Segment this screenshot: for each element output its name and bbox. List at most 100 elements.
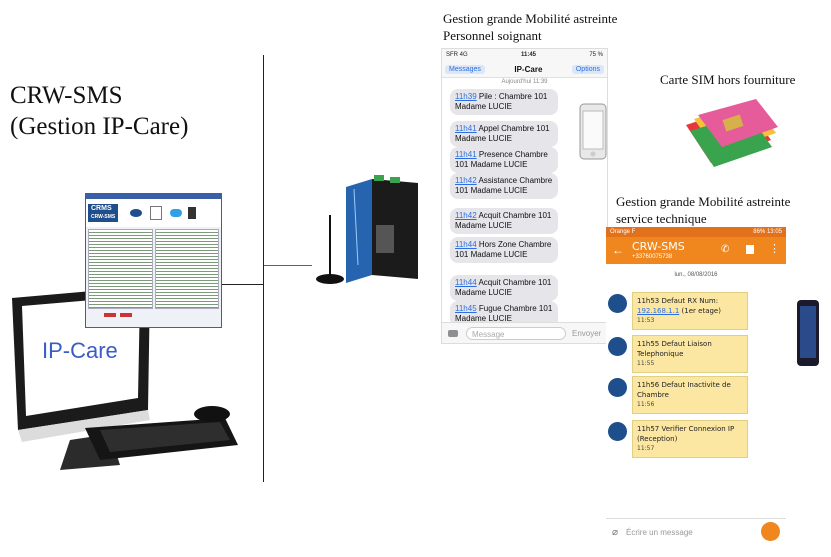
options-button[interactable]: Options: [571, 64, 604, 74]
message-text: Pile : Chambre 101 Madame LUCIE: [455, 92, 548, 111]
message-bubble: 11h44 Hors Zone Chambre 101 Madame LUCIE: [450, 237, 558, 263]
message-bubble: 11h41 Presence Chambre 101 Madame LUCIE: [450, 147, 558, 173]
sms-line1: 11h56 Defaut Inactivite de: [637, 381, 731, 389]
back-button[interactable]: Messages: [445, 64, 485, 74]
message-text: Appel Chambre 101 Madame LUCIE: [455, 124, 550, 143]
message-bubble: 11h44 Acquit Chambre 101 Madame LUCIE: [450, 275, 558, 301]
caption-nursing-line2: Personnel soignant: [443, 28, 542, 43]
contact-name: CRW-SMS: [632, 240, 685, 253]
sim-cards-illustration: [686, 99, 778, 167]
title-line1: CRW-SMS: [10, 82, 123, 109]
iphone-compose-bar: Message Envoyer: [442, 322, 607, 343]
software-icon: [150, 206, 163, 220]
caption-tech-service: Gestion grande Mobilité astreinte servic…: [616, 193, 793, 227]
sms-line2-container: Chambre: [637, 390, 743, 400]
message-time-link[interactable]: 11h41: [455, 150, 477, 159]
log-panel-right: [154, 229, 219, 309]
ipcare-label: IP-Care: [42, 338, 118, 363]
sms-time: 11:56: [637, 401, 655, 408]
sms-line2: (1er etage): [681, 307, 721, 315]
message-text: Hors Zone Chambre 101 Madame LUCIE: [455, 240, 552, 259]
caption-nursing-line1: Gestion grande Mobilité astreinte: [443, 11, 618, 26]
android-carrier: Orange F: [610, 229, 636, 235]
message-time-link[interactable]: 11h45: [455, 304, 477, 313]
software-window: CRMS CRW-SMS: [85, 193, 222, 328]
message-text: Acquit Chambre 101 Madame LUCIE: [455, 278, 552, 297]
sms-time: 11:57: [637, 445, 655, 452]
sms-line2: (Reception): [637, 435, 678, 443]
connector-pc: [218, 284, 264, 285]
crms-logo-line2: CRW-SMS: [91, 214, 116, 220]
sms-line1: 11h57 Verifier Connexion IP: [637, 425, 735, 433]
sms-message: 11h56 Defaut Inactivite de Chambre 11:56: [632, 376, 748, 414]
message-bubble: 11h42 Acquit Chambre 101 Madame LUCIE: [450, 208, 558, 234]
sms-message: 11h57 Verifier Connexion IP (Reception) 11…: [632, 420, 748, 458]
message-time-link[interactable]: 11h44: [455, 278, 477, 287]
message-text: Presence Chambre 101 Madame LUCIE: [455, 150, 548, 169]
message-bubble: 11h41 Appel Chambre 101 Madame LUCIE: [450, 121, 558, 147]
message-time-link[interactable]: 11h39: [455, 92, 477, 101]
sms-message: 11h53 Defaut RX Num:192.168.1.1 (1er eta…: [632, 292, 748, 330]
caption-tech-line1: Gestion grande Mobilité astreinte: [616, 194, 791, 209]
android-compose-bar: ⌀ Écrire un message: [606, 518, 786, 545]
software-button: [104, 313, 116, 317]
android-status-bar: Orange F 86% 13:05: [606, 227, 786, 237]
android-message-input[interactable]: Écrire un message: [626, 527, 693, 537]
iphone-status-bar: SFR 4G 11:45 75 %: [442, 49, 607, 61]
android-header: ← CRW-SMS +33760075738 ✆ ⋮: [606, 237, 786, 264]
sms-line1: 11h55 Defaut Liaison: [637, 340, 712, 348]
iphone-device-icon: [579, 103, 607, 160]
conversation-date: Aujourd'hui 11:39: [501, 79, 548, 85]
ip-address-link[interactable]: 192.168.1.1: [637, 307, 680, 315]
smartphone-device-icon: [797, 300, 819, 366]
log-panel-left: [88, 229, 153, 309]
send-button[interactable]: Envoyer: [572, 328, 602, 338]
iphone-battery: 75 %: [589, 52, 603, 58]
message-text: Acquit Chambre 101 Madame LUCIE: [455, 211, 552, 230]
delete-icon[interactable]: [746, 245, 754, 254]
message-bubble: 11h42 Assistance Chambre 101 Madame LUCI…: [450, 173, 558, 199]
avatar: [608, 378, 627, 397]
message-time-link[interactable]: 11h42: [455, 176, 477, 185]
software-button: [120, 313, 132, 317]
message-input[interactable]: Message: [466, 326, 566, 340]
avatar: [608, 294, 627, 313]
phone-icon[interactable]: ✆: [721, 244, 730, 255]
iphone-carrier: SFR 4G: [446, 52, 468, 58]
gsm-gateway-illustration: [316, 175, 418, 284]
crms-logo-line1: CRMS: [91, 205, 112, 212]
sms-line2-container: 192.168.1.1 (1er etage): [637, 306, 743, 316]
crms-logo: CRMS CRW-SMS: [88, 204, 119, 222]
iphone-clock: 11:45: [520, 52, 536, 58]
android-date: lun., 08/08/2016: [674, 272, 718, 278]
attach-icon[interactable]: ⌀: [612, 526, 619, 538]
caption-tech-line2: service technique: [616, 211, 707, 226]
software-icon: [188, 207, 197, 219]
sms-time: 11:55: [637, 360, 655, 367]
divider-line: [263, 55, 264, 482]
android-messages-screen: Orange F 86% 13:05 ← CRW-SMS +3376007573…: [606, 227, 786, 545]
caption-sim: Carte SIM hors fourniture: [660, 72, 796, 87]
message-bubble: 11h39 Pile : Chambre 101 Madame LUCIE: [450, 89, 558, 115]
iphone-messages-screen: SFR 4G 11:45 75 % Messages IP-Care Optio…: [441, 48, 608, 344]
more-menu-icon[interactable]: ⋮: [769, 243, 780, 255]
message-time-link[interactable]: 11h41: [455, 124, 477, 133]
android-status-right: 86% 13:05: [753, 229, 782, 235]
sms-line2: Chambre: [637, 391, 669, 399]
sms-line2-container: (Reception): [637, 434, 743, 444]
send-icon[interactable]: [761, 522, 780, 541]
sms-line2: Telephonique: [637, 350, 684, 358]
message-text: Assistance Chambre 101 Madame LUCIE: [455, 176, 553, 195]
iphone-nav-bar: Messages IP-Care Options: [442, 61, 607, 78]
camera-icon[interactable]: [448, 329, 458, 337]
message-text: Fugue Chambre 101 Madame LUCIE: [455, 304, 553, 323]
back-arrow-icon[interactable]: ←: [612, 243, 624, 257]
sms-line2-container: Telephonique: [637, 349, 743, 359]
software-icon: [130, 209, 143, 217]
message-time-link[interactable]: 11h44: [455, 240, 477, 249]
avatar: [608, 337, 627, 356]
message-time-link[interactable]: 11h42: [455, 211, 477, 220]
diagram-title: CRW-SMS (Gestion IP-Care): [10, 80, 188, 142]
contact-number: +33760075738: [632, 254, 673, 260]
